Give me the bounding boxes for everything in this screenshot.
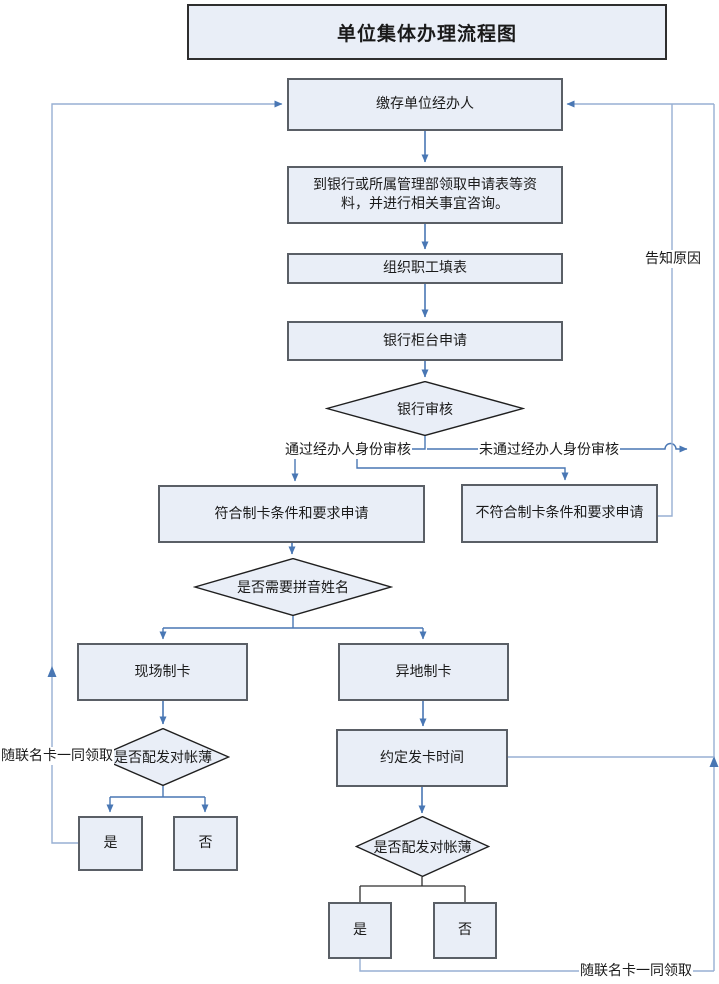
node-yes-left: 是 bbox=[78, 816, 143, 871]
node-schedule-time-label: 约定发卡时间 bbox=[380, 749, 464, 766]
node-onsite-card-label: 现场制卡 bbox=[134, 663, 191, 680]
node-onsite-card: 现场制卡 bbox=[77, 643, 248, 701]
decision-need-pinyin-label: 是否需要拼音姓名 bbox=[237, 580, 349, 596]
node-counter-apply-label: 银行柜台申请 bbox=[383, 332, 467, 349]
node-yes-right-label: 是 bbox=[353, 922, 367, 939]
node-fill-forms: 组织职工填表 bbox=[287, 253, 563, 284]
decision-passbook-left: 是否配发对帐薄 bbox=[96, 728, 230, 786]
diagram-title: 单位集体办理流程图 bbox=[336, 22, 517, 45]
diamond-shape-icon bbox=[193, 558, 393, 616]
diagram-title-box: 单位集体办理流程图 bbox=[187, 4, 667, 60]
edge-label-notify-reason: 告知原因 bbox=[644, 250, 702, 268]
node-qualified: 符合制卡条件和要求申请 bbox=[158, 485, 425, 543]
decision-passbook-left-label: 是否配发对帐薄 bbox=[114, 750, 212, 766]
decision-need-pinyin: 是否需要拼音姓名 bbox=[193, 558, 393, 616]
diamond-shape-icon bbox=[355, 816, 490, 877]
node-handler-label: 缴存单位经办人 bbox=[376, 96, 474, 113]
node-fill-forms-label: 组织职工填表 bbox=[383, 260, 467, 277]
diamond-shape-icon bbox=[325, 381, 525, 436]
node-unqualified: 不符合制卡条件和要求申请 bbox=[461, 484, 658, 543]
diamond-shape-icon bbox=[96, 728, 230, 786]
node-schedule-time: 约定发卡时间 bbox=[336, 729, 508, 787]
decision-passbook-right-label: 是否配发对帐薄 bbox=[373, 839, 472, 856]
node-yes-right: 是 bbox=[328, 902, 392, 959]
node-qualified-label: 符合制卡条件和要求申请 bbox=[214, 505, 369, 522]
node-get-forms-label: 到银行或所属管理部领取申请表等资料，并进行相关事宜咨询。 bbox=[313, 177, 537, 212]
edge-label-pass: 通过经办人身份审核 bbox=[284, 441, 412, 459]
edge-label-pickup-left: 随联名卡一同领取 bbox=[0, 747, 114, 765]
node-counter-apply: 银行柜台申请 bbox=[287, 321, 563, 361]
node-offsite-card: 异地制卡 bbox=[338, 643, 509, 701]
decision-bank-review-label: 银行审核 bbox=[397, 401, 453, 418]
node-yes-left-label: 是 bbox=[103, 835, 118, 852]
node-no-left-label: 否 bbox=[198, 835, 213, 852]
node-get-forms: 到银行或所属管理部领取申请表等资料，并进行相关事宜咨询。 bbox=[287, 166, 563, 224]
node-no-left: 否 bbox=[173, 816, 238, 871]
decision-bank-review: 银行审核 bbox=[325, 381, 525, 436]
decision-passbook-right: 是否配发对帐薄 bbox=[355, 816, 490, 877]
node-no-right: 否 bbox=[433, 902, 497, 959]
node-offsite-card-label: 异地制卡 bbox=[395, 663, 452, 680]
node-handler: 缴存单位经办人 bbox=[287, 78, 563, 131]
node-no-right-label: 否 bbox=[458, 922, 472, 939]
edge-label-pickup-bottom: 随联名卡一同领取 bbox=[579, 962, 693, 980]
edge-label-fail: 未通过经办人身份审核 bbox=[478, 441, 620, 459]
node-unqualified-label: 不符合制卡条件和要求申请 bbox=[475, 505, 644, 522]
